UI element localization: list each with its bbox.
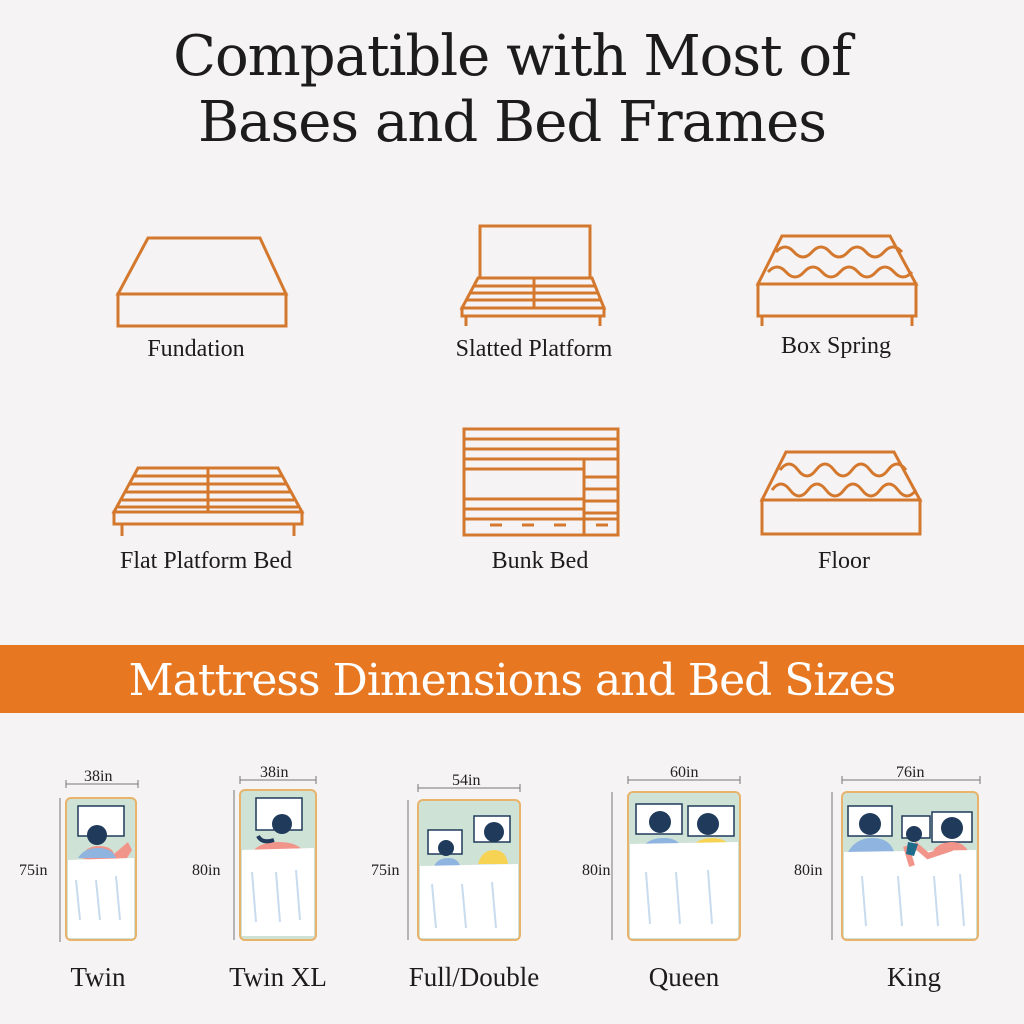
title-line-2: Bases and Bed Frames (198, 90, 827, 155)
king-mattress (818, 776, 984, 948)
base-label-slatted-platform: Slatted Platform (455, 336, 613, 362)
size-label-twin-xl: Twin XL (229, 962, 327, 992)
size-label-queen: Queen (648, 962, 720, 992)
size-label-king: King (887, 962, 941, 992)
full-length: 75in (371, 862, 400, 879)
full-mattress (402, 784, 526, 948)
banner-title: Mattress Dimensions and Bed Sizes (128, 655, 897, 706)
full-width: 54in (452, 772, 481, 789)
queen-width: 60in (670, 764, 699, 781)
twin-xl-length: 80in (192, 862, 221, 879)
page-title: Compatible with Most of Bases and Bed Fr… (0, 24, 1024, 156)
flat-platform-bed-icon (108, 462, 308, 542)
king-width: 76in (896, 764, 925, 781)
title-line-1: Compatible with Most of (173, 24, 852, 89)
twin-xl-width: 38in (260, 764, 289, 781)
queen-length: 80in (582, 862, 611, 879)
bunk-bed-icon (460, 425, 622, 539)
base-label-foundation: Fundation (147, 336, 245, 362)
base-label-box-spring: Box Spring (780, 333, 891, 359)
size-label-twin: Twin (70, 962, 126, 992)
base-label-bunk-bed: Bunk Bed (491, 548, 589, 574)
slatted-platform-icon (458, 222, 610, 330)
king-length: 80in (794, 862, 823, 879)
base-label-floor: Floor (817, 548, 870, 574)
twin-xl-mattress (230, 776, 322, 948)
floor-icon (756, 446, 926, 540)
twin-length: 75in (19, 862, 48, 879)
queen-mattress (606, 776, 746, 948)
twin-width: 38in (84, 768, 113, 785)
twin-mattress (56, 780, 142, 950)
size-label-full-double: Full/Double (408, 962, 540, 992)
box-spring-icon (752, 230, 922, 330)
section-banner: Mattress Dimensions and Bed Sizes (0, 645, 1024, 713)
foundation-icon (112, 230, 292, 330)
base-label-flat-platform-bed: Flat Platform Bed (120, 548, 292, 574)
